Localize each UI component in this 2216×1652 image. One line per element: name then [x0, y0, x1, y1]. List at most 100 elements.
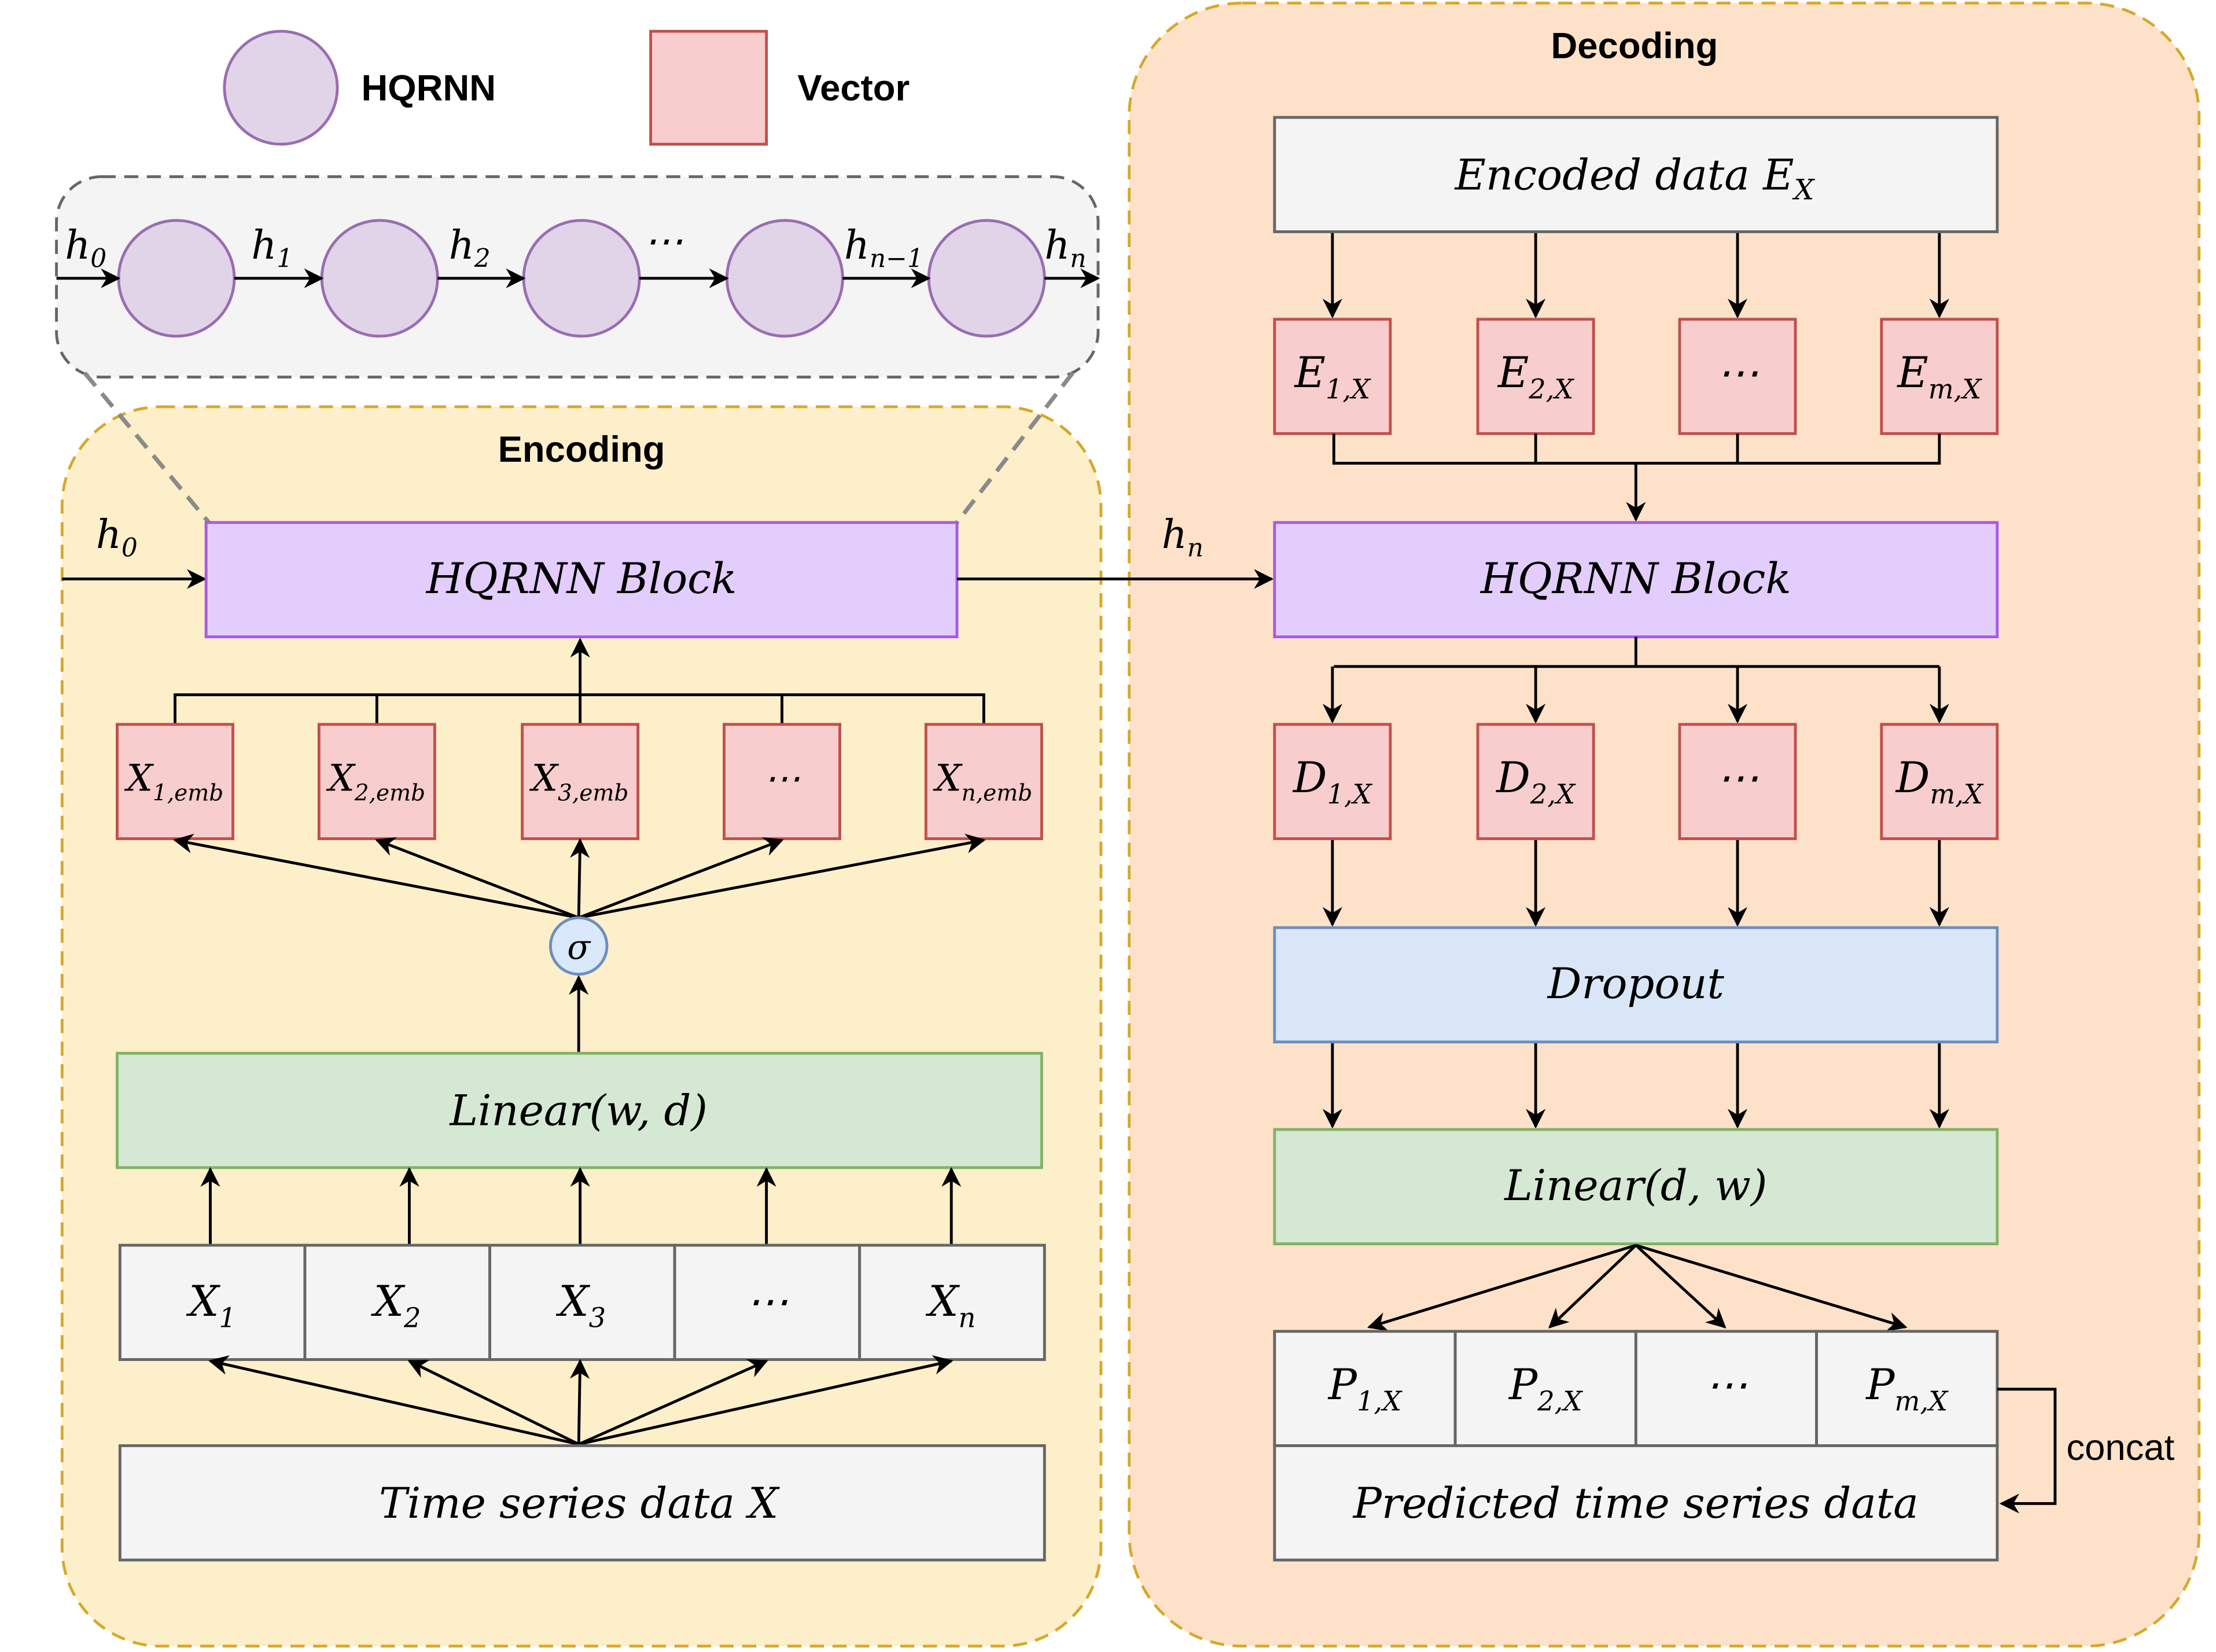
- input-cell: [118, 1243, 307, 1362]
- hidden-state-label: h1: [251, 223, 293, 274]
- sigma-node: [549, 916, 609, 976]
- linear-to-prediction-arrow: [1635, 1243, 1908, 1331]
- hidden-state-label: h2: [449, 223, 491, 274]
- decoded-vector-label: ⋯: [1716, 753, 1758, 803]
- embedding-vector-label: X2,emb: [326, 757, 425, 807]
- hidden-state-label: hn: [1044, 223, 1086, 274]
- decoding-hqrnn-block: [1273, 521, 1999, 639]
- encoded-vector-label: E2,X: [1497, 348, 1575, 405]
- unrolled-hqrnn-cell: [320, 219, 439, 338]
- sigma-label: σ: [567, 928, 591, 967]
- encoded-vector: [1678, 318, 1797, 435]
- embedding-vector-label: X1,emb: [124, 757, 223, 807]
- embedding-vector-label: X3,emb: [529, 757, 628, 807]
- encoding-linear-layer: [116, 1051, 1043, 1169]
- embedding-vector: [317, 723, 436, 840]
- decoded-vector-label: D2,X: [1495, 753, 1576, 810]
- encoding-linear-label: Linear(w, d): [448, 1087, 707, 1136]
- input-cell-label: Xn: [925, 1277, 976, 1334]
- encoded-data-box: [1273, 116, 1999, 233]
- zoom-guide-left: [83, 371, 211, 524]
- legend-vector-label: Vector: [797, 68, 910, 109]
- input-cell: [303, 1243, 491, 1362]
- linear-to-prediction-arrow: [1367, 1243, 1637, 1331]
- sigma-to-embedding-arrow: [375, 837, 580, 919]
- concat-arrow: [1997, 1388, 2057, 1514]
- prediction-cell: [1453, 1330, 1637, 1447]
- unrolled-hqrnn-cell: [927, 219, 1046, 338]
- predicted-data-box: [1273, 1444, 1999, 1562]
- legend-vector-icon: [649, 30, 768, 146]
- linear-to-prediction-arrow: [1548, 1244, 1637, 1329]
- hidden-state-label: hn−1: [844, 223, 923, 274]
- unrolled-hqrnn-chain: h0 h1 h2 ⋯ hn−1 hn: [55, 175, 1100, 524]
- input-cell-label: X2: [371, 1277, 421, 1334]
- prediction-cell-label: P1,X: [1327, 1360, 1403, 1417]
- decoded-vector-label: D1,X: [1292, 753, 1373, 810]
- input-cell: [488, 1243, 676, 1362]
- data-to-input-arrow: [578, 1355, 954, 1446]
- encoded-vector-label: Em,X: [1896, 348, 1982, 405]
- encoded-vector-label: ⋯: [1716, 348, 1758, 398]
- encoding-h-in: h0: [96, 512, 138, 563]
- sigma-to-embedding-arrow: [578, 833, 986, 919]
- encoding-title: Encoding: [498, 429, 665, 470]
- prediction-cell-label: ⋯: [1705, 1360, 1747, 1410]
- sigma-to-embedding-arrow: [569, 838, 590, 918]
- decoding-hqrnn-block-label: HQRNN Block: [1479, 554, 1791, 604]
- input-cell-label: ⋯: [746, 1277, 788, 1326]
- embedding-vector: [521, 723, 640, 840]
- encoded-vector: [1476, 318, 1595, 435]
- prediction-cell-label: P2,X: [1508, 1360, 1583, 1417]
- decoded-vector: [1880, 723, 1999, 840]
- input-cell-label: X1: [186, 1277, 236, 1334]
- decoded-vector-label: Dm,X: [1895, 753, 1984, 810]
- time-series-data-box: [118, 1444, 1046, 1562]
- decoding-linear-label: Linear(d, w): [1503, 1161, 1767, 1211]
- time-series-data-label: Time series data X: [379, 1479, 780, 1528]
- decoded-vector: [1678, 723, 1797, 840]
- prediction-cell: [1634, 1330, 1819, 1447]
- data-to-input-arrow: [407, 1359, 580, 1446]
- sigma-to-embedding-arrow: [578, 837, 784, 919]
- input-cell: [858, 1243, 1046, 1362]
- unrolled-hqrnn-cell: [117, 219, 236, 338]
- data-to-input-arrow: [208, 1355, 579, 1446]
- encoded-vector-label: E1,X: [1294, 348, 1372, 405]
- legend: HQRNN Vector: [223, 30, 910, 146]
- input-cell: [673, 1243, 862, 1362]
- prediction-cell: [1273, 1330, 1457, 1447]
- zoom-guide-right: [955, 371, 1074, 524]
- encoded-data-label: Encoded data EX: [1454, 150, 1816, 206]
- prediction-cell-label: Pm,X: [1865, 1360, 1949, 1417]
- hidden-state-label: h0: [65, 223, 106, 274]
- concat-label: concat: [2066, 1427, 2174, 1468]
- input-cell-label: X3: [555, 1277, 606, 1334]
- sigma-to-embedding-arrow: [173, 833, 579, 919]
- data-to-input-arrow: [570, 1359, 590, 1445]
- embedding-vector-label: Xn,emb: [932, 757, 1032, 807]
- decoded-vector: [1476, 723, 1595, 840]
- linear-to-prediction-arrow: [1635, 1244, 1727, 1329]
- embedding-vector: [116, 723, 234, 840]
- decoding-linear-layer: [1273, 1128, 1999, 1246]
- unrolled-hqrnn-cell: [725, 219, 844, 338]
- legend-hqrnn-label: HQRNN: [362, 68, 496, 109]
- dropout-layer: [1273, 926, 1999, 1044]
- embedding-vector: [924, 723, 1043, 840]
- unrolled-hqrnn-cell: [522, 219, 641, 338]
- embedding-vector-label: ⋯: [764, 757, 800, 800]
- encoding-hqrnn-block-label: HQRNN Block: [425, 554, 737, 604]
- predicted-data-label: Predicted time series data: [1352, 1479, 1919, 1528]
- embedding-vector: [723, 723, 841, 840]
- dropout-label: Dropout: [1547, 959, 1725, 1009]
- encoding-h-out: hn: [1162, 512, 1203, 563]
- encoded-vector: [1880, 318, 1999, 435]
- decoding-title: Decoding: [1551, 25, 1718, 66]
- decoding-section: Decoding Encoded data EX E1,X E2,X ⋯ Em,X H…: [1273, 25, 2175, 1562]
- data-to-input-arrow: [578, 1359, 768, 1446]
- block-split-line: [1334, 636, 1939, 668]
- hidden-state-label: ⋯: [643, 219, 683, 264]
